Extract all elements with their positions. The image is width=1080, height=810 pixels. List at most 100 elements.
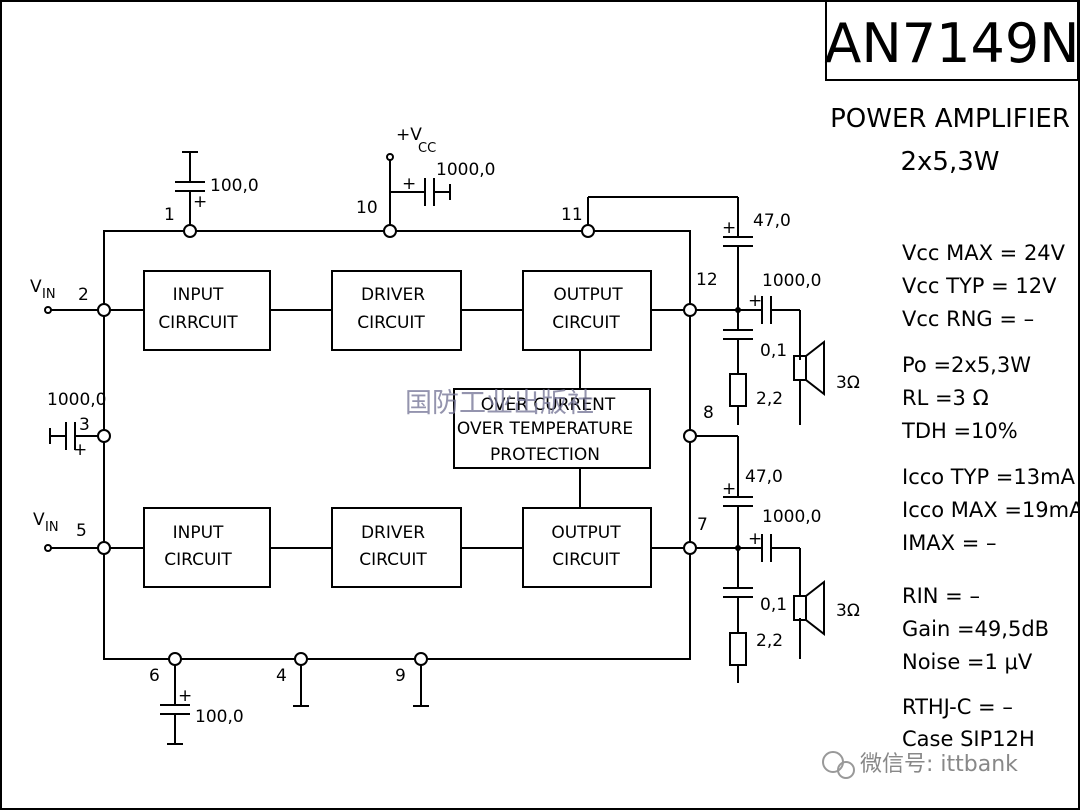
svg-text:100,0: 100,0 xyxy=(210,176,259,196)
svg-text:1000,0: 1000,0 xyxy=(47,390,106,410)
svg-text:CIRCUIT: CIRCUIT xyxy=(164,550,232,570)
wechat-watermark: 微信号: ittbank xyxy=(822,751,1018,779)
input-bottom: V IN xyxy=(33,510,104,552)
spec-po: Po =2x5,3W xyxy=(902,353,1031,377)
svg-text:12: 12 xyxy=(696,270,718,290)
svg-text:7: 7 xyxy=(697,515,708,535)
svg-text:PROTECTION: PROTECTION xyxy=(490,445,600,465)
svg-text:DRIVER: DRIVER xyxy=(361,285,425,305)
svg-text:9: 9 xyxy=(395,666,406,686)
spec-rin: RIN = – xyxy=(902,584,980,608)
svg-text:6: 6 xyxy=(149,666,160,686)
spec-vcc-typ: Vcc TYP = 12V xyxy=(902,274,1057,298)
svg-text:INPUT: INPUT xyxy=(173,523,224,543)
block-input-top: INPUT CIRRCUIT xyxy=(143,270,271,351)
spec-list: Vcc MAX = 24V Vcc TYP = 12V Vcc RNG = – … xyxy=(901,241,1080,751)
svg-text:+: + xyxy=(722,218,736,238)
svg-text:4: 4 xyxy=(276,666,287,686)
ground-pin4 xyxy=(293,659,309,707)
block-output-top: OUTPUT CIRCUIT xyxy=(522,270,652,351)
output-network-top: + 1000,0 0,1 2,2 xyxy=(690,271,821,425)
capacitor-pin6: + 100,0 xyxy=(160,659,244,745)
block-output-bottom: OUTPUT CIRCUIT xyxy=(522,507,652,588)
svg-text:0,1: 0,1 xyxy=(760,341,787,361)
svg-text:100,0: 100,0 xyxy=(195,707,244,727)
capacitor-pin1: + 100,0 xyxy=(175,151,259,231)
svg-text:+: + xyxy=(73,440,87,460)
ground-pin9 xyxy=(413,659,429,707)
speaker-top: 3Ω xyxy=(793,339,860,397)
svg-text:47,0: 47,0 xyxy=(745,467,783,487)
svg-text:2,2: 2,2 xyxy=(756,389,783,409)
svg-text:+: + xyxy=(193,192,207,212)
svg-text:+V: +V xyxy=(396,125,422,145)
svg-text:+: + xyxy=(402,174,416,194)
svg-text:1: 1 xyxy=(164,205,175,225)
svg-text:CIRCUIT: CIRCUIT xyxy=(357,313,425,333)
bootstrap-top: + 47,0 xyxy=(587,196,791,310)
svg-text:微信号: ittbank: 微信号: ittbank xyxy=(860,752,1018,777)
svg-text:+: + xyxy=(178,686,192,706)
svg-text:3: 3 xyxy=(79,415,90,435)
spec-icco-typ: Icco TYP =13mA xyxy=(902,465,1076,489)
svg-text:+: + xyxy=(722,479,736,499)
svg-text:1000,0: 1000,0 xyxy=(436,160,495,180)
svg-text:+: + xyxy=(748,291,762,311)
block-driver-bottom: DRIVER CIRCUIT xyxy=(331,507,462,588)
publisher-watermark: 国防工业出版社 xyxy=(405,388,594,419)
pin-numbers: 1 2 3 4 5 6 7 8 9 10 11 12 xyxy=(76,198,718,686)
spec-icco-max: Icco MAX =19mA xyxy=(902,498,1080,522)
block-input-bottom: INPUT CIRCUIT xyxy=(143,507,271,588)
svg-text:3Ω: 3Ω xyxy=(836,601,860,621)
svg-text:1000,0: 1000,0 xyxy=(762,507,821,527)
title-box xyxy=(825,0,1079,81)
part-number-title: AN7149N xyxy=(824,12,1079,75)
capacitor-pin3: 1000,0 + xyxy=(47,390,106,460)
subtitle-line1: POWER AMPLIFIER xyxy=(830,104,1070,134)
svg-text:V: V xyxy=(30,277,42,297)
svg-text:CIRCUIT: CIRCUIT xyxy=(359,550,427,570)
svg-text:0,1: 0,1 xyxy=(760,595,787,615)
spec-tdh: TDH =10% xyxy=(901,419,1018,443)
svg-text:CIRCUIT: CIRCUIT xyxy=(552,313,620,333)
pin-markers xyxy=(97,224,697,666)
spec-vcc-max: Vcc MAX = 24V xyxy=(902,241,1066,265)
spec-vcc-rng: Vcc RNG = – xyxy=(902,307,1034,331)
svg-text:2,2: 2,2 xyxy=(756,631,783,651)
spec-rl: RL =3 Ω xyxy=(902,386,989,410)
svg-text:DRIVER: DRIVER xyxy=(361,523,425,543)
input-top: V IN xyxy=(30,277,104,314)
block-driver-top: DRIVER CIRCUIT xyxy=(331,270,462,351)
svg-text:OUTPUT: OUTPUT xyxy=(551,523,621,543)
svg-text:IN: IN xyxy=(42,287,56,302)
spec-imax: IMAX = – xyxy=(902,531,997,555)
spec-gain: Gain =49,5dB xyxy=(902,617,1049,641)
svg-text:8: 8 xyxy=(703,403,714,423)
block-protection: OVER CURRENT OVER TEMPERATURE PROTECTION xyxy=(453,388,651,469)
svg-text:CC: CC xyxy=(418,141,436,156)
svg-text:OVER CURRENT: OVER CURRENT xyxy=(481,395,616,415)
svg-text:INPUT: INPUT xyxy=(173,285,224,305)
svg-text:V: V xyxy=(33,510,45,530)
svg-text:2: 2 xyxy=(78,285,89,305)
svg-text:3Ω: 3Ω xyxy=(836,373,860,393)
signal-wires xyxy=(104,309,690,549)
bootstrap-bottom: + 47,0 xyxy=(690,435,783,548)
svg-text:11: 11 xyxy=(561,205,583,225)
vcc-supply: + 1000,0 +V CC xyxy=(386,125,495,231)
subtitle-line2: 2x5,3W xyxy=(901,147,1000,177)
wechat-icon xyxy=(822,751,844,773)
svg-text:OVER TEMPERATURE: OVER TEMPERATURE xyxy=(457,419,633,439)
spec-case: Case SIP12H xyxy=(902,727,1035,751)
svg-text:10: 10 xyxy=(356,198,378,218)
output-network-bottom: + 1000,0 0,1 2,2 xyxy=(690,507,821,683)
svg-text:CIRRCUIT: CIRRCUIT xyxy=(158,313,238,333)
svg-text:+: + xyxy=(748,529,762,549)
speaker-bottom: 3Ω xyxy=(793,579,860,637)
svg-text:OUTPUT: OUTPUT xyxy=(553,285,623,305)
svg-text:CIRCUIT: CIRCUIT xyxy=(552,550,620,570)
svg-text:IN: IN xyxy=(45,520,59,535)
svg-text:47,0: 47,0 xyxy=(753,211,791,231)
